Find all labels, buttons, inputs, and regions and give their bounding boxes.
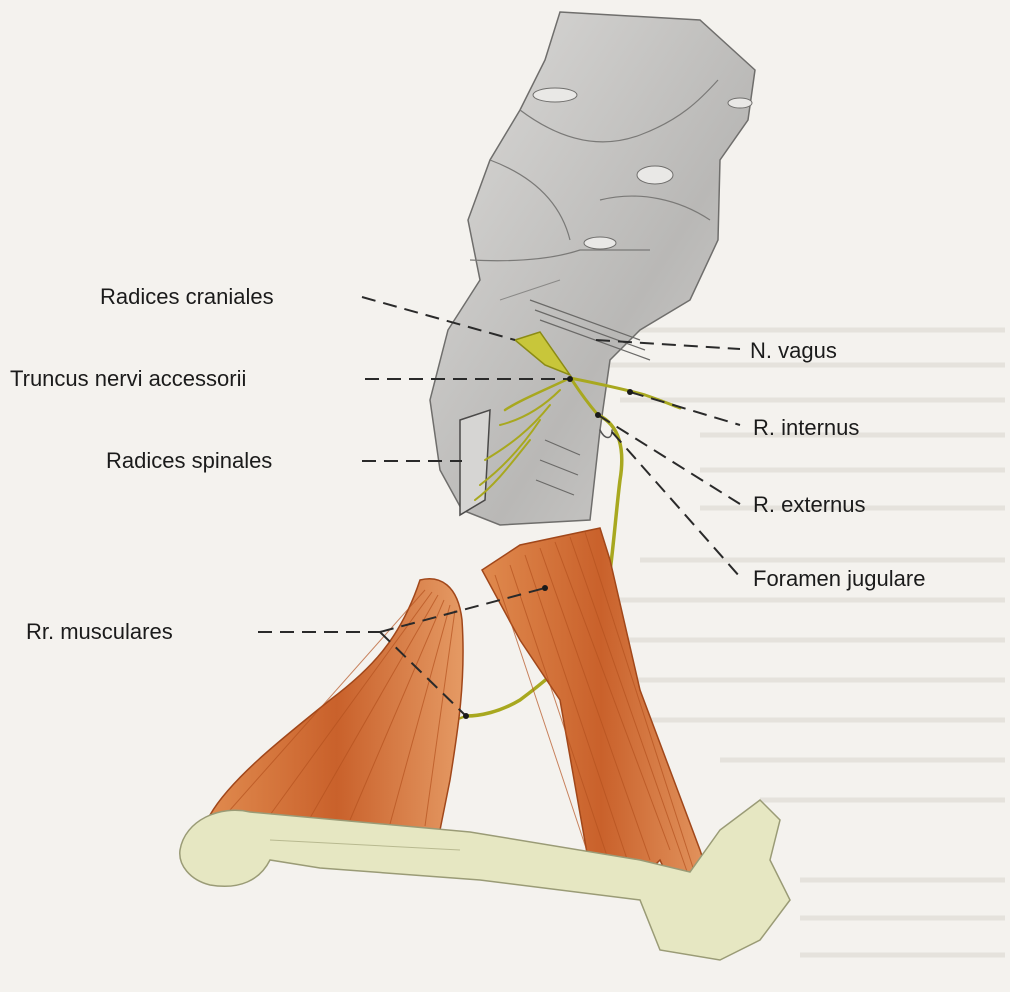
label-rr-musculares: Rr. musculares — [26, 621, 173, 643]
label-truncus-nervi-accessorii: Truncus nervi accessorii — [10, 368, 246, 390]
label-foramen-jugulare: Foramen jugulare — [753, 568, 925, 590]
label-r-internus: R. internus — [753, 417, 859, 439]
label-radices-spinales: Radices spinales — [106, 450, 272, 472]
trapezius-muscle — [210, 579, 463, 830]
label-radices-craniales: Radices craniales — [100, 286, 274, 308]
brainstem — [430, 12, 755, 525]
clavicle-bone — [180, 800, 790, 960]
label-n-vagus: N. vagus — [750, 340, 837, 362]
label-r-externus: R. externus — [753, 494, 866, 516]
